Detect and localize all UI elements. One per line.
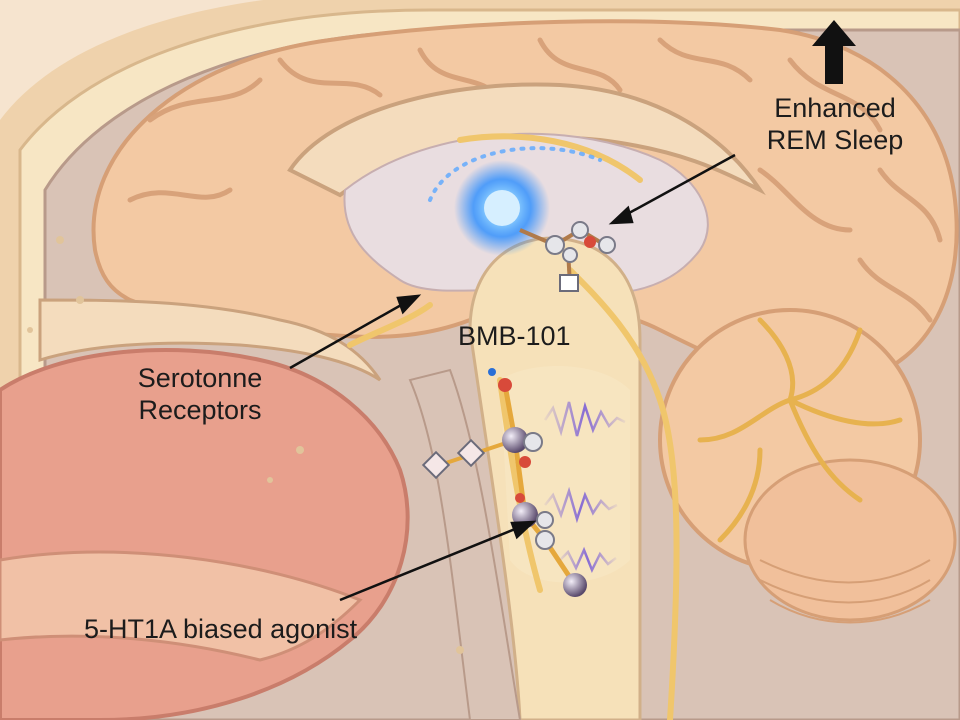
serotonin-line2: Receptors — [138, 395, 262, 425]
molecule-icon-top — [519, 221, 616, 292]
signal-wave-icon — [543, 401, 626, 574]
pointer-arrows — [289, 153, 736, 602]
drug-name-label: BMB-101 — [458, 321, 571, 351]
bony-dots — [27, 236, 464, 654]
cerebellum — [658, 308, 957, 624]
agonist-label: 5-HT1A biased agonist — [84, 614, 358, 644]
enhanced-rem-line2: REM Sleep — [766, 125, 904, 155]
up-arrow-icon — [812, 20, 856, 84]
palate — [0, 550, 363, 662]
enhanced-rem-label: Enhanced REM Sleep — [735, 92, 935, 156]
enhanced-rem-line1: Enhanced — [774, 93, 896, 123]
glowing-receptor-icon — [454, 160, 550, 256]
serotonin-line1: Serotonne — [137, 363, 263, 393]
dotted-arc — [428, 146, 602, 202]
molecule-icon-chain — [421, 368, 587, 597]
sinus-bone — [38, 298, 382, 382]
serotonin-receptors-label: Serotonne Receptors — [110, 362, 290, 426]
nerve-tracts — [347, 133, 680, 720]
